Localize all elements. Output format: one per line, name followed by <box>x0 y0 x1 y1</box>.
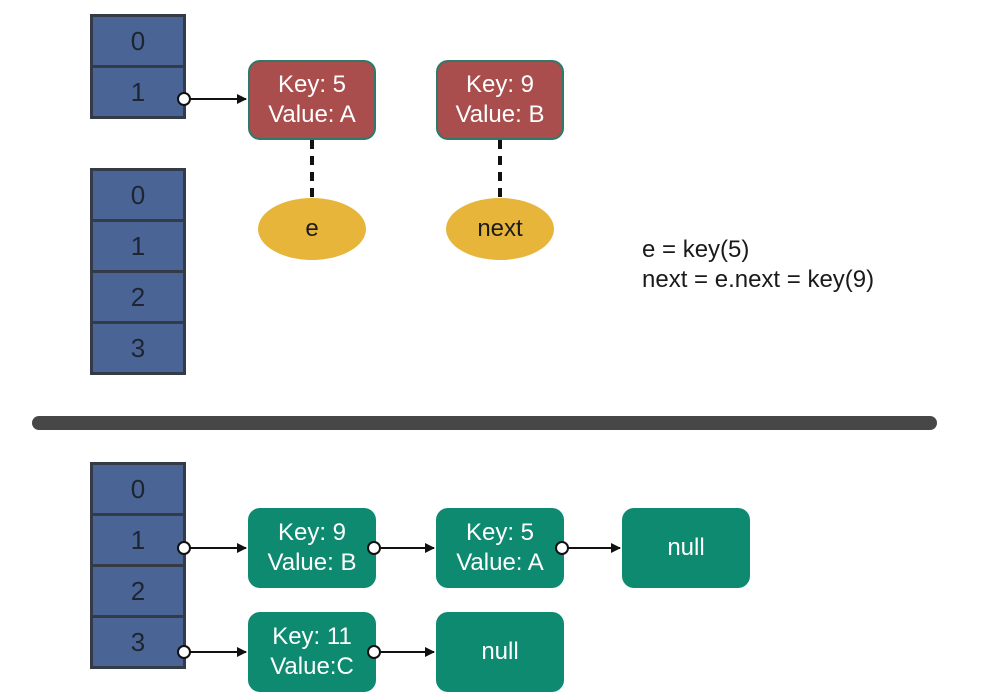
node-key-label: Key: 5 <box>277 71 347 98</box>
arrow-bottom-bucket1-to-key9 <box>177 541 247 555</box>
node-value-label: Value: A <box>456 549 544 576</box>
pointer-e: e <box>258 198 366 260</box>
bottom-node-key9: Key: 9 Value: B <box>248 508 376 588</box>
code-line-1: e = key(5) <box>642 236 750 263</box>
node-value-label: Value: B <box>455 101 545 128</box>
arrow-top-bucket1-to-key5 <box>177 92 247 106</box>
bottom-bucket-array: 0 1 2 3 <box>90 462 186 669</box>
code-line-2: next = e.next = key(9) <box>642 266 875 293</box>
arrow-key11-to-null <box>367 645 435 659</box>
new-bucket-3: 3 <box>90 321 186 375</box>
arrow-bottom-bucket3-to-key11 <box>177 645 247 659</box>
new-bucket-0: 0 <box>90 168 186 222</box>
bottom-node-key5: Key: 5 Value: A <box>436 508 564 588</box>
bottom-bucket-3: 3 <box>90 615 186 669</box>
node-key-label: Key: 11 <box>272 623 352 650</box>
top-node-key9: Key: 9 Value: B <box>436 60 564 140</box>
section-divider <box>32 416 937 430</box>
null-node-chain-1: null <box>622 508 750 588</box>
bottom-node-key11: Key: 11 Value:C <box>248 612 376 692</box>
null-label: null <box>667 534 705 561</box>
arrow-key5-to-null <box>555 541 621 555</box>
new-bucket-array: 0 1 2 3 <box>90 168 186 375</box>
bottom-bucket-1: 1 <box>90 513 186 567</box>
new-bucket-2: 2 <box>90 270 186 324</box>
node-key-label: Key: 9 <box>465 71 535 98</box>
old-bucket-1: 1 <box>90 65 186 119</box>
null-node-chain-3: null <box>436 612 564 692</box>
pointer-next: next <box>446 198 554 260</box>
top-node-key5: Key: 5 Value: A <box>248 60 376 140</box>
node-key-label: Key: 5 <box>465 519 535 546</box>
node-value-label: Value: B <box>267 549 357 576</box>
node-value-label: Value: A <box>268 101 356 128</box>
null-label: null <box>481 638 519 665</box>
node-value-label: Value:C <box>270 653 354 680</box>
bottom-bucket-0: 0 <box>90 462 186 516</box>
arrow-key9-to-key5 <box>367 541 435 555</box>
old-bucket-array: 0 1 <box>90 14 186 119</box>
node-key-label: Key: 9 <box>277 519 347 546</box>
old-bucket-0: 0 <box>90 14 186 68</box>
